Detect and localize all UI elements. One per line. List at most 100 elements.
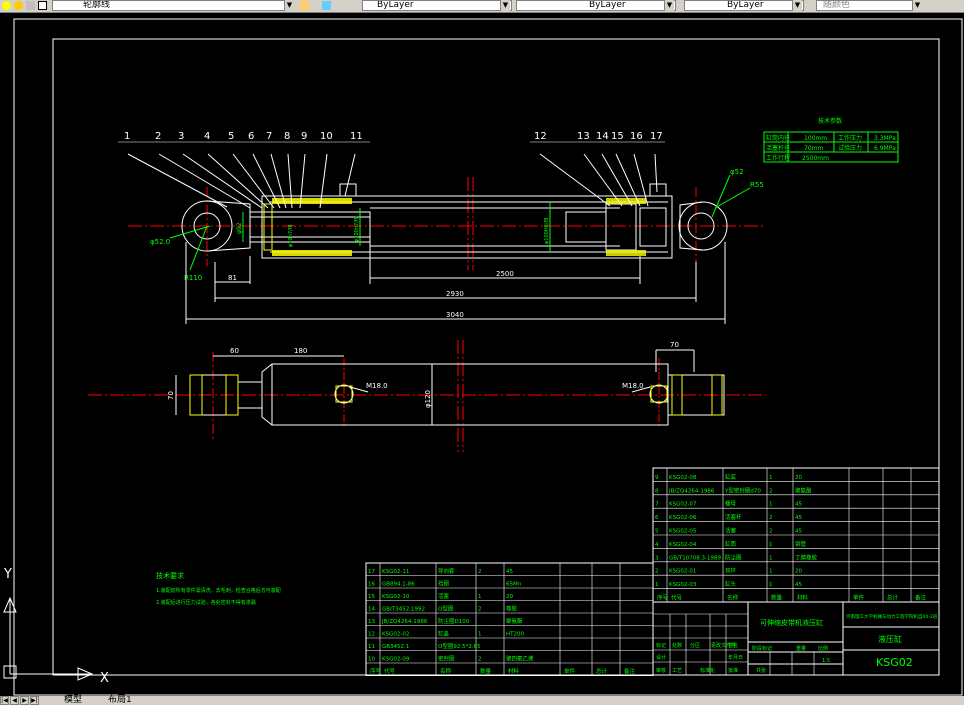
- freeze-icon[interactable]: [14, 1, 23, 10]
- bom-cell: 2: [769, 529, 773, 535]
- bom-cell: 活塞: [438, 592, 450, 600]
- balloon-15: 15: [611, 131, 624, 142]
- bom-cell: 45: [506, 569, 513, 575]
- bom-cell: KSG02-09: [382, 657, 410, 663]
- dim-phi100H8: φ100H8/f8: [544, 218, 550, 244]
- dim-70-left: 70: [167, 391, 175, 400]
- param-r1c0: 活塞杆径: [766, 144, 790, 152]
- color-dropdown-arrow[interactable]: ▼: [500, 0, 510, 11]
- ucs-icon: Y X: [3, 567, 109, 686]
- tb-label-sign: 签名: [728, 642, 738, 649]
- dim-m18-right: M18.0: [622, 382, 644, 390]
- make-current-layer-icon[interactable]: [300, 1, 309, 10]
- bom-cell: 45: [795, 502, 802, 508]
- bom-cell: 2: [478, 657, 482, 663]
- balloon-17: 17: [650, 131, 663, 142]
- tab-prev-arrow[interactable]: ◀: [10, 696, 19, 705]
- bom-cell: 7: [655, 502, 659, 508]
- dim-phi70: φ70h7/f8: [288, 224, 294, 247]
- lineweight-dropdown[interactable]: ByLayer: [684, 0, 804, 11]
- bom-cell: KSG02-07: [669, 502, 697, 508]
- title-block: 标记 处数 分区 更改文件号 签名 年月日 设计 标准化 审核 工艺 批准 阶段…: [652, 601, 940, 676]
- layer-state-icon[interactable]: [2, 1, 11, 10]
- tb-label-weight: 重量: [796, 645, 806, 652]
- tb-label-stage: 阶段标记: [752, 645, 772, 652]
- tb-label-change: 更改文件号: [711, 642, 736, 649]
- bom-cell: 活塞: [725, 527, 737, 535]
- bom-cell: 防尘圈D100: [438, 617, 470, 625]
- balloon-13: 13: [577, 131, 590, 142]
- bom-cell: 耳环: [725, 568, 737, 575]
- bom-cell: 16: [368, 582, 375, 588]
- dim-3040: 3040: [446, 311, 464, 319]
- bom-cell: GB3452.1: [382, 644, 409, 650]
- bom-cell: 45: [795, 515, 802, 521]
- bom-cell: KSG02-10: [382, 594, 410, 600]
- color-dropdown[interactable]: ByLayer: [362, 0, 512, 11]
- bom-cell: JB/ZQ4264-1986: [668, 488, 715, 494]
- bom-cell: 45: [795, 529, 802, 535]
- balloon-14: 14: [596, 131, 609, 142]
- bom-cell: 2: [769, 515, 773, 521]
- tab-next-arrow[interactable]: ▶: [20, 696, 29, 705]
- balloon-12: 12: [534, 131, 547, 142]
- balloon-6: 6: [248, 131, 254, 142]
- bom-header-cell: 名称: [727, 594, 739, 602]
- bom-cell: KSG02-03: [669, 582, 697, 588]
- bom-header-cell: 序号: [657, 594, 669, 602]
- bom-cell: 8: [655, 488, 659, 494]
- plotstyle-dropdown: 随颜色: [816, 0, 922, 11]
- lineweight-value: ByLayer: [727, 0, 764, 10]
- param-r1c3: 6.9MPa: [874, 145, 896, 152]
- param-r0c1: 100mm: [804, 135, 827, 142]
- bom-cell: O型圈92.5*2.65: [438, 642, 481, 650]
- bom-cell: 防尘圈: [725, 553, 742, 561]
- layer-dropdown-arrow[interactable]: ▼: [284, 0, 294, 11]
- dim-m18-left: M18.0: [366, 382, 388, 390]
- bom-header-cell: 总计: [596, 667, 608, 675]
- bom-cell: JB/ZQ4264-1986: [381, 619, 428, 625]
- plotstyle-value: 随颜色: [823, 0, 851, 10]
- tab-last-arrow[interactable]: ▶|: [30, 696, 39, 705]
- layer-previous-icon[interactable]: [322, 1, 331, 10]
- bom-cell: 缸筒: [725, 540, 737, 548]
- layer-dropdown[interactable]: 轮廓线: [52, 0, 290, 11]
- tb-drawing-no: KSG02: [876, 656, 913, 669]
- lock-icon[interactable]: [26, 1, 35, 10]
- color-swatch-icon[interactable]: [38, 1, 47, 10]
- bom-cell: 聚氨酯: [506, 617, 523, 625]
- bom-cell: 3: [655, 555, 659, 561]
- drawing-canvas[interactable]: φ100h7/f8 φ100H8/f8 φ92 φ70h7/f8: [0, 12, 964, 696]
- bom-cell: 13: [368, 619, 375, 625]
- param-r1c1: 70mm: [804, 145, 823, 152]
- bom-cell: 聚氨酯: [795, 486, 812, 494]
- bom-cell: 10: [368, 657, 375, 663]
- dim-2500: 2500: [496, 270, 514, 278]
- bom-cell: KSG02-04: [669, 542, 697, 548]
- balloon-8: 8: [284, 131, 290, 142]
- bom-cell: 2: [478, 607, 482, 613]
- tab-first-arrow[interactable]: |◀: [0, 696, 9, 705]
- linetype-dropdown-arrow[interactable]: ▼: [664, 0, 674, 11]
- bom-cell: 5: [655, 529, 659, 535]
- bom-cell: KSG02-05: [669, 529, 697, 535]
- bom-cell: GB894.1-86: [382, 582, 415, 588]
- param-r1c2: 试验压力: [838, 144, 862, 152]
- properties-toolbar: 轮廓线 ▼ ByLayer ▼ ByLayer ▼ ByLayer ▼ 随颜色 …: [0, 0, 964, 13]
- tb-label-count: 处数: [672, 642, 682, 649]
- tab-layout1[interactable]: 布局1: [108, 695, 132, 705]
- tab-model[interactable]: 模型: [64, 695, 83, 705]
- lineweight-dropdown-arrow[interactable]: ▼: [792, 0, 802, 11]
- balloon-4: 4: [204, 131, 210, 142]
- plotstyle-dropdown-arrow: ▼: [912, 0, 922, 11]
- bom-cell: 橡胶: [506, 605, 518, 613]
- outer-border: [13, 18, 963, 696]
- bom-cell: 螺母: [725, 500, 737, 508]
- param-r2c1: 2500mm: [802, 155, 829, 162]
- linetype-dropdown[interactable]: ByLayer: [516, 0, 676, 11]
- bom-header-cell: 名称: [440, 667, 452, 675]
- bom-header-cell: 备注: [624, 667, 636, 675]
- balloon-16: 16: [630, 131, 643, 142]
- bom-cell: 2: [769, 488, 773, 494]
